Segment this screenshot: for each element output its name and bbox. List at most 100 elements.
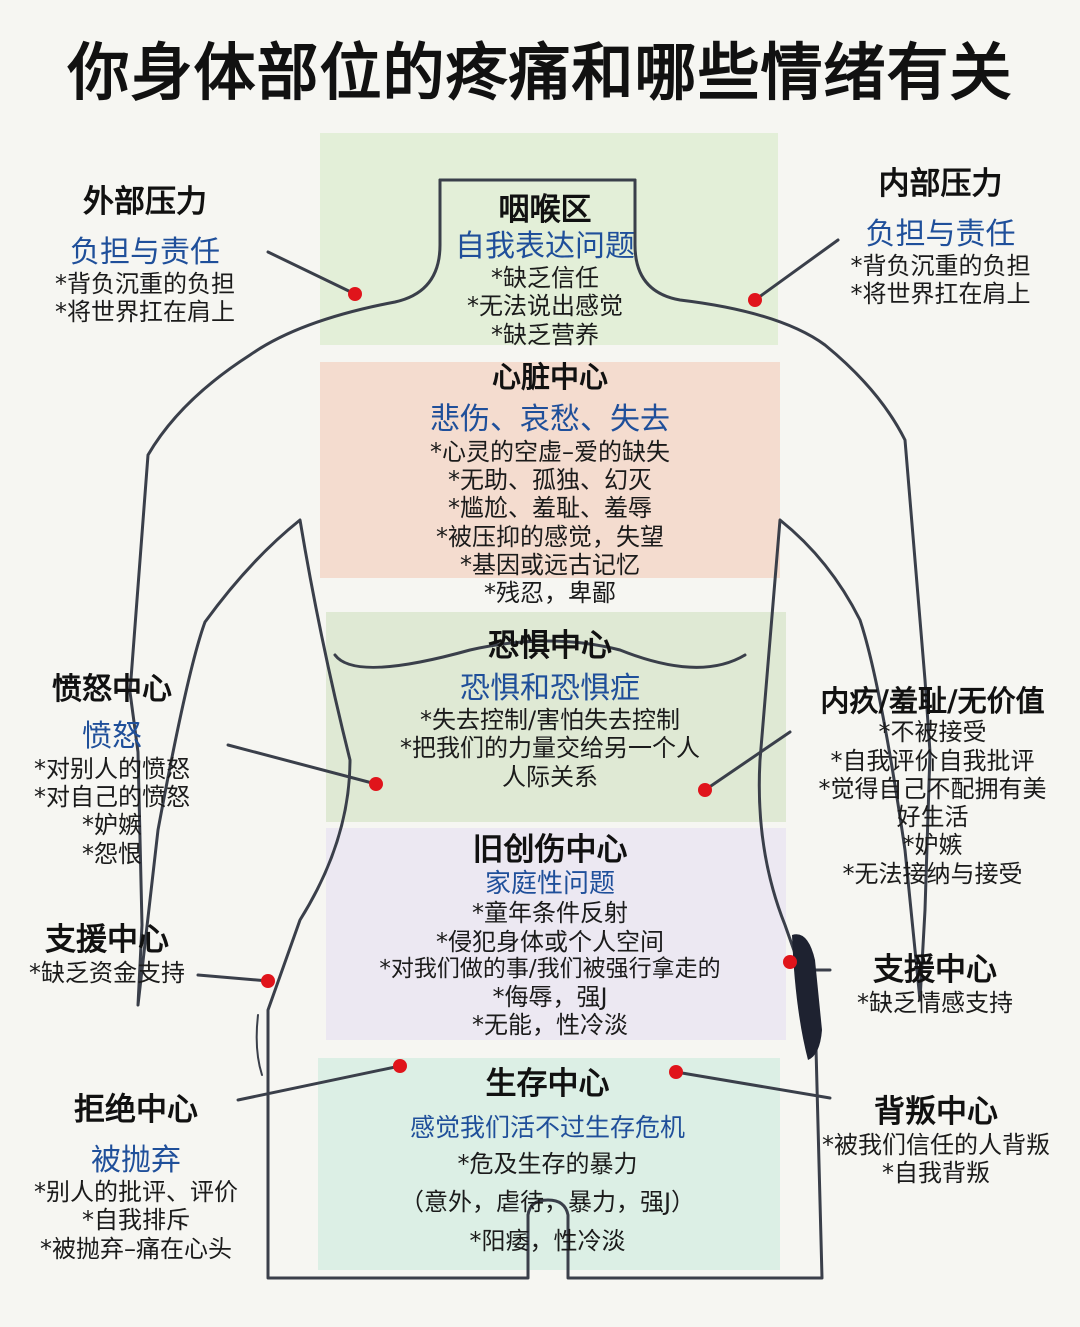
pain-point-marker <box>698 783 712 797</box>
support-right-heading: 支援中心 <box>873 952 997 988</box>
anger-item: *对别人的愤怒 <box>34 754 190 783</box>
external-pressure-block: 外部压力 负担与责任 *背负沉重的负担 *将世界扛在肩上 <box>20 184 270 327</box>
internal-pressure-item: *将世界扛在肩上 <box>850 280 1031 309</box>
rejection-subtitle: 被抛弃 <box>91 1142 181 1178</box>
hip-mark-right <box>792 934 822 1060</box>
trauma-item: *无能，性冷淡 <box>472 1011 628 1040</box>
support-left-block: 支援中心 *缺乏资金支持 <box>12 922 202 987</box>
throat-heading: 咽喉区 <box>498 192 592 228</box>
survival-item: *阳痿，性冷淡 <box>469 1226 626 1255</box>
throat-band <box>320 133 778 345</box>
fear-heading: 恐惧中心 <box>488 628 612 664</box>
fear-subtitle: 恐惧和恐惧症 <box>460 670 640 706</box>
outline-right <box>526 178 932 1280</box>
fear-zone: 恐惧中心 恐惧和恐惧症 *失去控制/害怕失去控制 *把我们的力量交给另一个人 人… <box>360 628 740 791</box>
betrayal-block: 背叛中心 *被我们信任的人背叛 *自我背叛 <box>800 1094 1072 1187</box>
support-left-item: *缺乏资金支持 <box>29 958 185 987</box>
anger-block: 愤怒中心 愤怒 *对别人的愤怒 *对自己的愤怒 *妒嫉 *怨恨 <box>12 672 212 868</box>
pain-point-marker <box>669 1065 683 1079</box>
trauma-zone: 旧创伤中心 家庭性问题 *童年条件反射 *侵犯身体或个人空间 *对我们做的事/我… <box>330 832 770 1040</box>
heart-subtitle: 悲伤、哀愁、失去 <box>430 402 670 438</box>
outline-left <box>128 178 530 1280</box>
guilt-block: 内疚/羞耻/无价值 *不被接受 *自我评价自我批评 *觉得自己不配拥有美 好生活… <box>790 684 1075 888</box>
pain-point-marker <box>393 1059 407 1073</box>
pain-point-marker <box>348 287 362 301</box>
survival-item: （意外，虐待，暴力，强J） <box>399 1188 696 1217</box>
external-pressure-heading: 外部压力 <box>83 184 207 220</box>
rejection-item: *别人的批评、评价 <box>34 1177 238 1206</box>
guilt-item: *不被接受 <box>878 718 987 747</box>
trauma-item: *侮辱，强J <box>492 983 608 1011</box>
trauma-item: *侵犯身体或个人空间 <box>436 927 664 956</box>
survival-item: *危及生存的暴力 <box>457 1150 638 1179</box>
internal-pressure-subtitle: 负担与责任 <box>865 216 1016 252</box>
betrayal-item: *自我背叛 <box>882 1158 990 1187</box>
betrayal-heading: 背叛中心 <box>874 1094 998 1130</box>
leader-guilt <box>703 730 792 792</box>
guilt-item: *无法接纳与接受 <box>842 859 1023 888</box>
heart-item: *被压抑的感觉，失望 <box>436 522 664 551</box>
support-right-block: 支援中心 *缺乏情感支持 <box>835 952 1035 1017</box>
heart-band <box>320 362 780 578</box>
anger-item: *怨恨 <box>82 839 142 868</box>
rejection-item: *自我排斥 <box>82 1206 190 1235</box>
anger-subtitle: 愤怒 <box>82 719 142 755</box>
support-left-heading: 支援中心 <box>45 922 169 958</box>
throat-item: *缺乏信任 <box>491 263 599 292</box>
heart-item: *无助、孤独、幻灭 <box>448 465 652 494</box>
heart-heading: 心脏中心 <box>491 360 608 394</box>
internal-pressure-block: 内部压力 负担与责任 *背负沉重的负担 *将世界扛在肩上 <box>828 166 1053 309</box>
chest-curve <box>333 639 747 669</box>
leader-support-left <box>196 973 270 983</box>
throat-item: *无法说出感觉 <box>467 292 623 321</box>
throat-zone: 咽喉区 自我表达问题 *缺乏信任 *无法说出感觉 *缺乏营养 <box>400 192 690 349</box>
pain-point-marker <box>748 293 762 307</box>
pain-point-marker <box>369 777 383 791</box>
survival-zone: 生存中心 感觉我们活不过生存危机 *危及生存的暴力 （意外，虐待，暴力，强J） … <box>360 1066 735 1255</box>
survival-heading: 生存中心 <box>485 1066 610 1102</box>
throat-subtitle: 自我表达问题 <box>455 228 635 264</box>
fear-item: *把我们的力量交给另一个人 <box>400 734 700 763</box>
pain-point-marker <box>261 974 275 988</box>
survival-band <box>318 1058 780 1270</box>
anger-item: *妒嫉 <box>82 811 142 840</box>
heart-zone: 心脏中心 悲伤、哀愁、失去 *心灵的空虚–爱的缺失 *无助、孤独、幻灭 *尴尬、… <box>380 360 720 607</box>
fear-item: 人际关系 <box>502 762 598 791</box>
anger-item: *对自己的愤怒 <box>34 783 190 812</box>
fear-item: *失去控制/害怕失去控制 <box>419 705 681 734</box>
leader-rejection <box>236 1064 402 1102</box>
guilt-item: *自我评价自我批评 <box>830 746 1035 775</box>
external-pressure-item: *背负沉重的负担 <box>55 269 235 298</box>
betrayal-item: *被我们信任的人背叛 <box>822 1130 1050 1159</box>
internal-pressure-item: *背负沉重的负担 <box>850 251 1031 280</box>
leader-betrayal <box>674 1070 832 1100</box>
leader-internal <box>753 238 840 302</box>
internal-pressure-heading: 内部压力 <box>878 166 1003 202</box>
throat-item: *缺乏营养 <box>491 320 599 349</box>
hip-mark-left <box>255 1014 263 1076</box>
leader-anger <box>226 743 378 786</box>
anger-heading: 愤怒中心 <box>52 672 172 707</box>
guilt-item: *觉得自己不配拥有美 <box>818 774 1047 803</box>
external-pressure-item: *将世界扛在肩上 <box>55 298 235 327</box>
trauma-item: *对我们做的事/我们被强行拿走的 <box>379 955 721 982</box>
guilt-item: *妒嫉 <box>902 831 963 860</box>
page-title: 你身体部位的疼痛和哪些情绪有关 <box>67 36 1013 109</box>
trauma-item: *童年条件反射 <box>472 899 628 928</box>
heart-item: *基因或远古记忆 <box>460 550 640 579</box>
trauma-subtitle: 家庭性问题 <box>484 868 615 899</box>
heart-item: *尴尬、羞耻、羞辱 <box>448 494 652 523</box>
guilt-item: 好生活 <box>896 803 969 832</box>
heart-item: *残忍，卑鄙 <box>484 579 616 608</box>
rejection-heading: 拒绝中心 <box>74 1092 198 1128</box>
rejection-block: 拒绝中心 被抛弃 *别人的批评、评价 *自我排斥 *被抛弃–痛在心头 <box>10 1092 262 1263</box>
leader-external <box>266 250 357 296</box>
support-right-item: *缺乏情感支持 <box>857 988 1013 1017</box>
trauma-heading: 旧创伤中心 <box>472 832 628 868</box>
pain-point-marker <box>783 955 797 969</box>
trauma-band <box>326 828 786 1040</box>
guilt-heading: 内疚/羞耻/无价值 <box>820 684 1045 718</box>
external-pressure-subtitle: 负担与责任 <box>70 234 220 270</box>
heart-item: *心灵的空虚–爱的缺失 <box>430 437 670 466</box>
